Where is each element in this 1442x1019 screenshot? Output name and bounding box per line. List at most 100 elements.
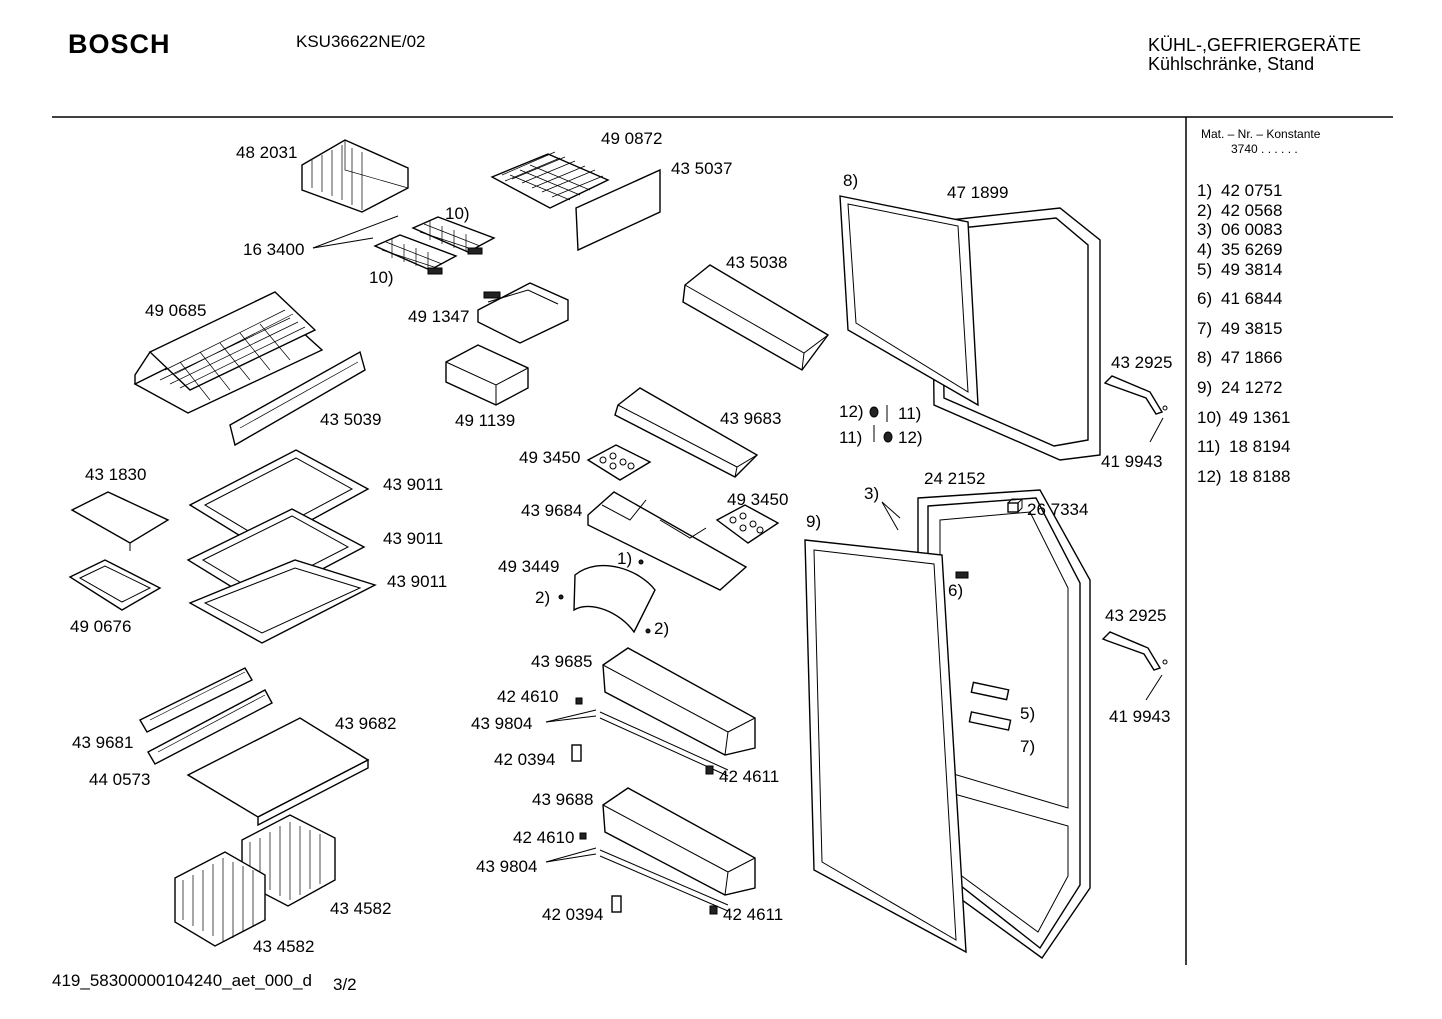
ice-tray-upper-drawing (411, 216, 496, 255)
label-163400: 16 3400 (243, 240, 304, 259)
part-439688-drawing (599, 787, 756, 912)
legend-item: 4)35 6269 (1197, 240, 1282, 259)
label-ref-1: 1) (617, 549, 632, 568)
label-439681: 43 9681 (72, 733, 133, 752)
svg-text:9): 9) (1197, 378, 1212, 397)
label-493450-a: 49 3450 (519, 448, 580, 467)
legend-item: 2)42 0568 (1197, 201, 1282, 220)
gasket-9-drawing (804, 539, 967, 954)
svg-text:18 8194: 18 8194 (1229, 437, 1290, 456)
label-490685: 49 0685 (145, 301, 206, 320)
label-242152: 24 2152 (924, 469, 985, 488)
label-440573: 44 0573 (89, 770, 150, 789)
label-420394-b: 42 0394 (542, 905, 603, 924)
category-line1: KÜHL-,GEFRIERGERÄTE (1148, 35, 1361, 55)
part-242152-drawing (917, 489, 1091, 959)
legend-item: 11) 18 8194 (1197, 437, 1290, 456)
svg-text:8): 8) (1197, 348, 1212, 367)
footer-doc-id: 419_58300000104240_aet_000_d (52, 971, 312, 990)
label-424611-b: 42 4611 (723, 905, 783, 924)
label-ref-2a: 2) (535, 588, 550, 607)
part-439681-drawing (139, 667, 273, 765)
label-439804-b: 43 9804 (476, 857, 537, 876)
svg-text:7): 7) (1197, 319, 1212, 338)
label-491347: 49 1347 (408, 307, 469, 326)
label-434582-a: 43 4582 (330, 899, 391, 918)
label-ref-12a: 12) (839, 402, 864, 421)
svg-text:18 8188: 18 8188 (1229, 467, 1290, 486)
legend-item: 1)42 0751 (1197, 181, 1282, 200)
svg-text:49 1361: 49 1361 (1229, 408, 1290, 427)
label-267334: 26 7334 (1027, 500, 1088, 519)
part-432925-upper-drawing (1103, 375, 1168, 415)
model-number: KSU36622NE/02 (296, 32, 425, 51)
legend-constant: 3740 . . . . . . (1231, 142, 1298, 156)
ice-tray-lower-drawing (373, 234, 458, 275)
svg-text:41 6844: 41 6844 (1221, 289, 1282, 308)
label-434582-b: 43 4582 (253, 937, 314, 956)
legend: Mat. – Nr. – Konstante 3740 . . . . . . … (1197, 127, 1321, 486)
label-439683: 43 9683 (720, 409, 781, 428)
label-491139: 49 1139 (455, 411, 515, 430)
legend-item: 7) 49 3815 (1197, 319, 1282, 338)
package-icon (1007, 498, 1024, 513)
legend-item: 8)47 1866 (1197, 348, 1282, 367)
part-432925-lower-drawing (1101, 631, 1168, 671)
svg-text:3): 3) (1197, 220, 1212, 239)
category-line2: Kühlschränke, Stand (1148, 54, 1314, 74)
label-424610-b: 42 4610 (513, 828, 574, 847)
label-439011-c: 43 9011 (387, 572, 447, 591)
label-439011-a: 43 9011 (383, 475, 443, 494)
label-420394-a: 42 0394 (494, 750, 555, 769)
part-493449-drawing (558, 559, 656, 634)
screws-group (869, 405, 893, 443)
label-439688: 43 9688 (532, 790, 593, 809)
label-435038: 43 5038 (726, 253, 787, 272)
svg-text:12): 12) (1197, 467, 1222, 486)
legend-item: 12) 18 8188 (1197, 467, 1290, 486)
label-ref-3: 3) (864, 484, 879, 503)
part-434582-drawer-b-drawing (174, 851, 266, 947)
legend-item: 5)49 3814 (1197, 260, 1282, 279)
part-431830-drawing (70, 491, 170, 551)
legend-item: 6)41 6844 (1197, 289, 1282, 308)
label-432925-a: 43 2925 (1111, 353, 1172, 372)
part-493450-tray-a-drawing (586, 444, 652, 481)
part-491139-drawing (445, 344, 529, 406)
label-471899: 47 1899 (947, 183, 1008, 202)
label-439682: 43 9682 (335, 714, 396, 733)
label-ref-10-upper: 10) (445, 204, 470, 223)
legend-header: Mat. – Nr. – Konstante (1201, 127, 1321, 141)
svg-text:42 0568: 42 0568 (1221, 201, 1282, 220)
svg-text:49 3815: 49 3815 (1221, 319, 1282, 338)
svg-text:11): 11) (1197, 437, 1220, 456)
part-491347-drawing (477, 282, 569, 344)
part-435039-drawing (229, 350, 366, 447)
svg-text:06 0083: 06 0083 (1221, 220, 1282, 239)
footer-page: 3/2 (333, 975, 357, 994)
label-439011-b: 43 9011 (383, 529, 443, 548)
brand-logo: BOSCH (68, 29, 171, 59)
part-439011-shelf-1-drawing (188, 449, 370, 549)
label-493450-b: 49 3450 (727, 490, 788, 509)
label-435037: 43 5037 (671, 159, 732, 178)
label-ref-7: 7) (1020, 737, 1035, 756)
part-435038-drawing (682, 264, 830, 371)
svg-text:5): 5) (1197, 260, 1212, 279)
label-431830: 43 1830 (85, 465, 146, 484)
label-439684: 43 9684 (521, 501, 582, 520)
part-490676-drawing (68, 559, 162, 611)
legend-item: 9)24 1272 (1197, 378, 1282, 397)
callout-labels: 48 2031 49 0872 43 5037 16 3400 10) 10) … (70, 129, 1172, 956)
label-435039: 43 5039 (320, 410, 381, 429)
label-419943-b: 41 9943 (1109, 707, 1170, 726)
small-clip-parts (571, 697, 718, 915)
label-439804-a: 43 9804 (471, 714, 532, 733)
label-439685: 43 9685 (531, 652, 592, 671)
label-ref-2b: 2) (654, 619, 669, 638)
svg-text:1): 1) (1197, 181, 1212, 200)
part-490872-drawing (490, 151, 610, 209)
svg-text:10): 10) (1197, 408, 1222, 427)
gasket-8-drawing (839, 195, 979, 407)
